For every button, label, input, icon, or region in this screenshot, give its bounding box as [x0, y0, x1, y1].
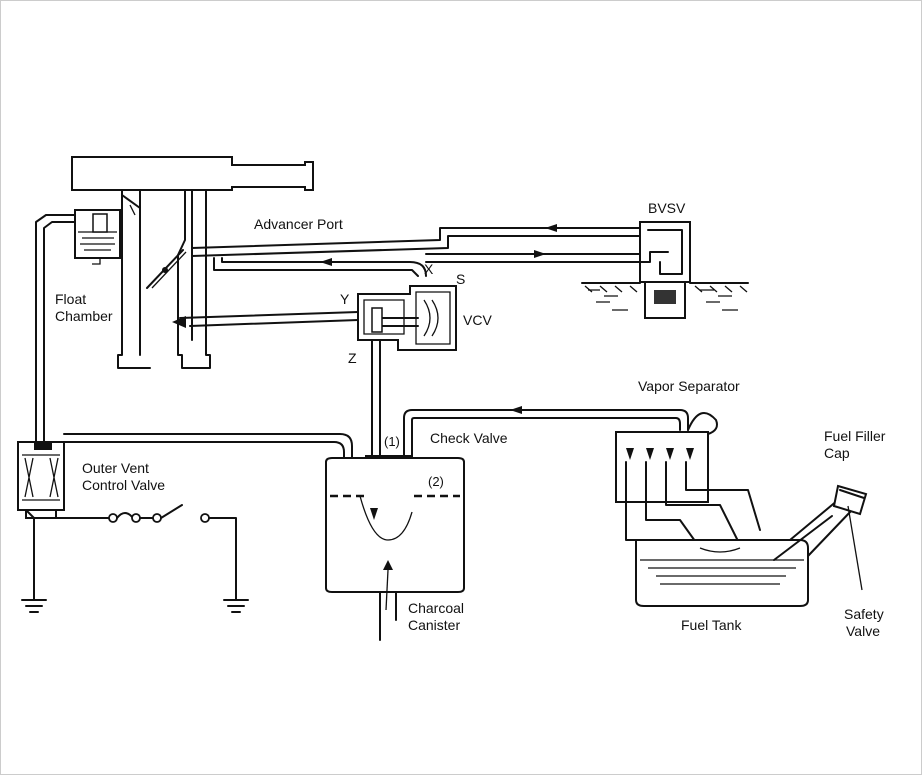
- fuel-filler-cap-label-line1: Fuel Filler: [824, 428, 886, 444]
- port-s-label: S: [456, 271, 466, 287]
- vcv: [357, 285, 457, 351]
- check-valve-port-2-label: (2): [428, 474, 444, 489]
- port-x-label: X: [424, 261, 434, 277]
- charcoal-canister: [325, 457, 465, 641]
- outer-vent-control-valve: [17, 441, 65, 519]
- float-chamber: [74, 209, 121, 265]
- check-valve-label: Check Valve: [430, 430, 508, 446]
- check-valve-port-1-label: (1): [384, 434, 400, 449]
- fuel-tank-label: Fuel Tank: [681, 617, 742, 633]
- fuel-filler-cap-label-line2: Cap: [824, 445, 850, 461]
- port-y-label: Y: [340, 291, 350, 307]
- float-chamber-label-line1: Float: [55, 291, 87, 307]
- outer-vent-control-valve-label-line2: Control Valve: [82, 477, 166, 493]
- fuel-tank: [635, 499, 853, 607]
- carburetor: [71, 156, 314, 369]
- vapor-separator: [615, 411, 761, 549]
- bvsv: [581, 221, 749, 319]
- safety-valve-label-line2: Valve: [846, 623, 880, 639]
- float-chamber-label-line2: Chamber: [55, 308, 113, 324]
- vcv-label: VCV: [463, 312, 492, 328]
- wiring: [21, 504, 249, 613]
- advancer-port-label: Advancer Port: [254, 216, 343, 232]
- fuel-filler-cap: [832, 484, 868, 591]
- outer-vent-control-valve-label-line1: Outer Vent: [82, 460, 149, 476]
- safety-valve-label-line1: Safety: [844, 606, 884, 622]
- port-z-label: Z: [348, 350, 357, 366]
- charcoal-canister-label-line2: Canister: [408, 617, 461, 633]
- charcoal-canister-label-line1: Charcoal: [408, 600, 465, 616]
- vapor-separator-label: Vapor Separator: [638, 378, 740, 394]
- bvsv-label: BVSV: [648, 200, 686, 216]
